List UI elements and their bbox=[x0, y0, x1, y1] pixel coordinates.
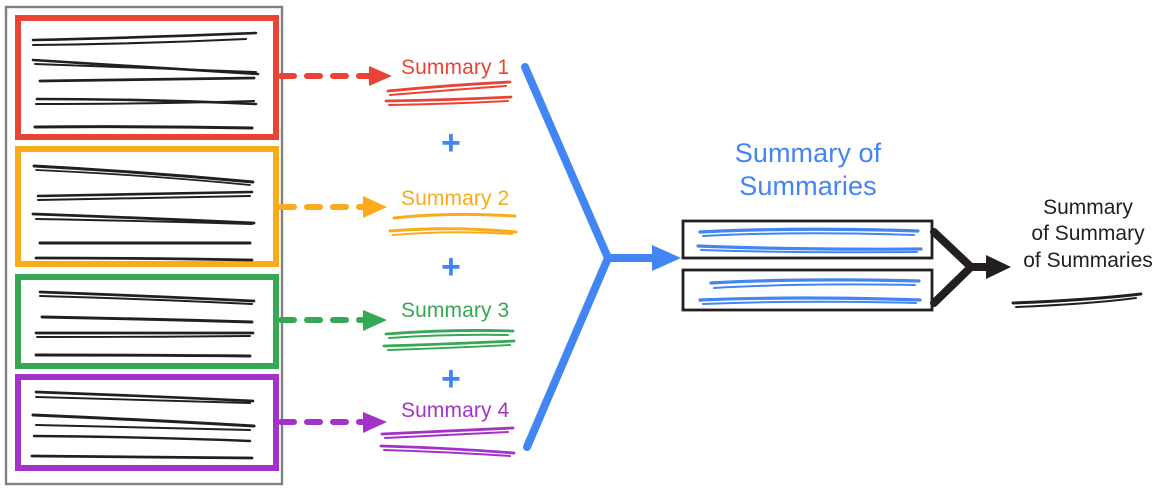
chunk-2-group bbox=[15, 146, 279, 267]
chunk-1-group bbox=[15, 15, 279, 140]
plus-operator-3: + bbox=[441, 360, 461, 398]
dashed-arrow-1 bbox=[278, 66, 392, 86]
plus-operator-2: + bbox=[441, 248, 461, 286]
chunk-2-text-lines bbox=[31, 164, 256, 262]
chunk-4-box bbox=[15, 374, 279, 471]
summary-of-summaries-title: Summary of Summaries bbox=[683, 137, 933, 203]
black-merge-arrow bbox=[930, 228, 1011, 307]
summary-3-label: Summary 3 bbox=[401, 299, 510, 322]
summary-1-label: Summary 1 bbox=[401, 56, 510, 79]
chunk-1-text-lines bbox=[31, 31, 260, 130]
dashed-arrow-2 bbox=[278, 196, 387, 218]
sos-title-line-1: Summary of bbox=[734, 138, 882, 168]
chunk-3-text-lines bbox=[34, 290, 256, 358]
sos-box-2 bbox=[681, 268, 934, 312]
final-title-line-2: of Summary bbox=[1031, 222, 1145, 246]
final-output-lines bbox=[1011, 292, 1143, 308]
chunk-4-group bbox=[15, 374, 279, 471]
sos-title-line-2: Summaries bbox=[739, 170, 877, 201]
chunk-1-box bbox=[15, 15, 279, 140]
sos-box-1-group bbox=[681, 219, 934, 260]
document-outer-box bbox=[4, 5, 284, 486]
sos-box-2-group bbox=[681, 268, 934, 312]
chunk-4-text-lines bbox=[30, 390, 256, 460]
sos-box-1 bbox=[681, 219, 934, 260]
chunk-3-group bbox=[15, 274, 279, 369]
final-output-title: Summary of Summary of Summaries bbox=[1018, 195, 1158, 274]
dashed-arrow-3 bbox=[278, 310, 387, 331]
summary-3-lines bbox=[382, 329, 516, 351]
summary-2-lines bbox=[388, 212, 518, 236]
chunk-3-box bbox=[15, 274, 279, 369]
blue-merge-arrow bbox=[521, 63, 681, 451]
summary-4-label: Summary 4 bbox=[401, 399, 510, 422]
summary-4-lines bbox=[379, 426, 516, 457]
summary-2-label: Summary 2 bbox=[401, 187, 510, 210]
plus-operator-1: + bbox=[441, 124, 461, 162]
final-title-line-3: of Summaries bbox=[1023, 248, 1153, 272]
chunk-2-box bbox=[15, 146, 279, 267]
summary-1-lines bbox=[384, 80, 513, 106]
final-title-line-1: Summary bbox=[1043, 196, 1133, 219]
dashed-arrow-4 bbox=[278, 412, 387, 433]
